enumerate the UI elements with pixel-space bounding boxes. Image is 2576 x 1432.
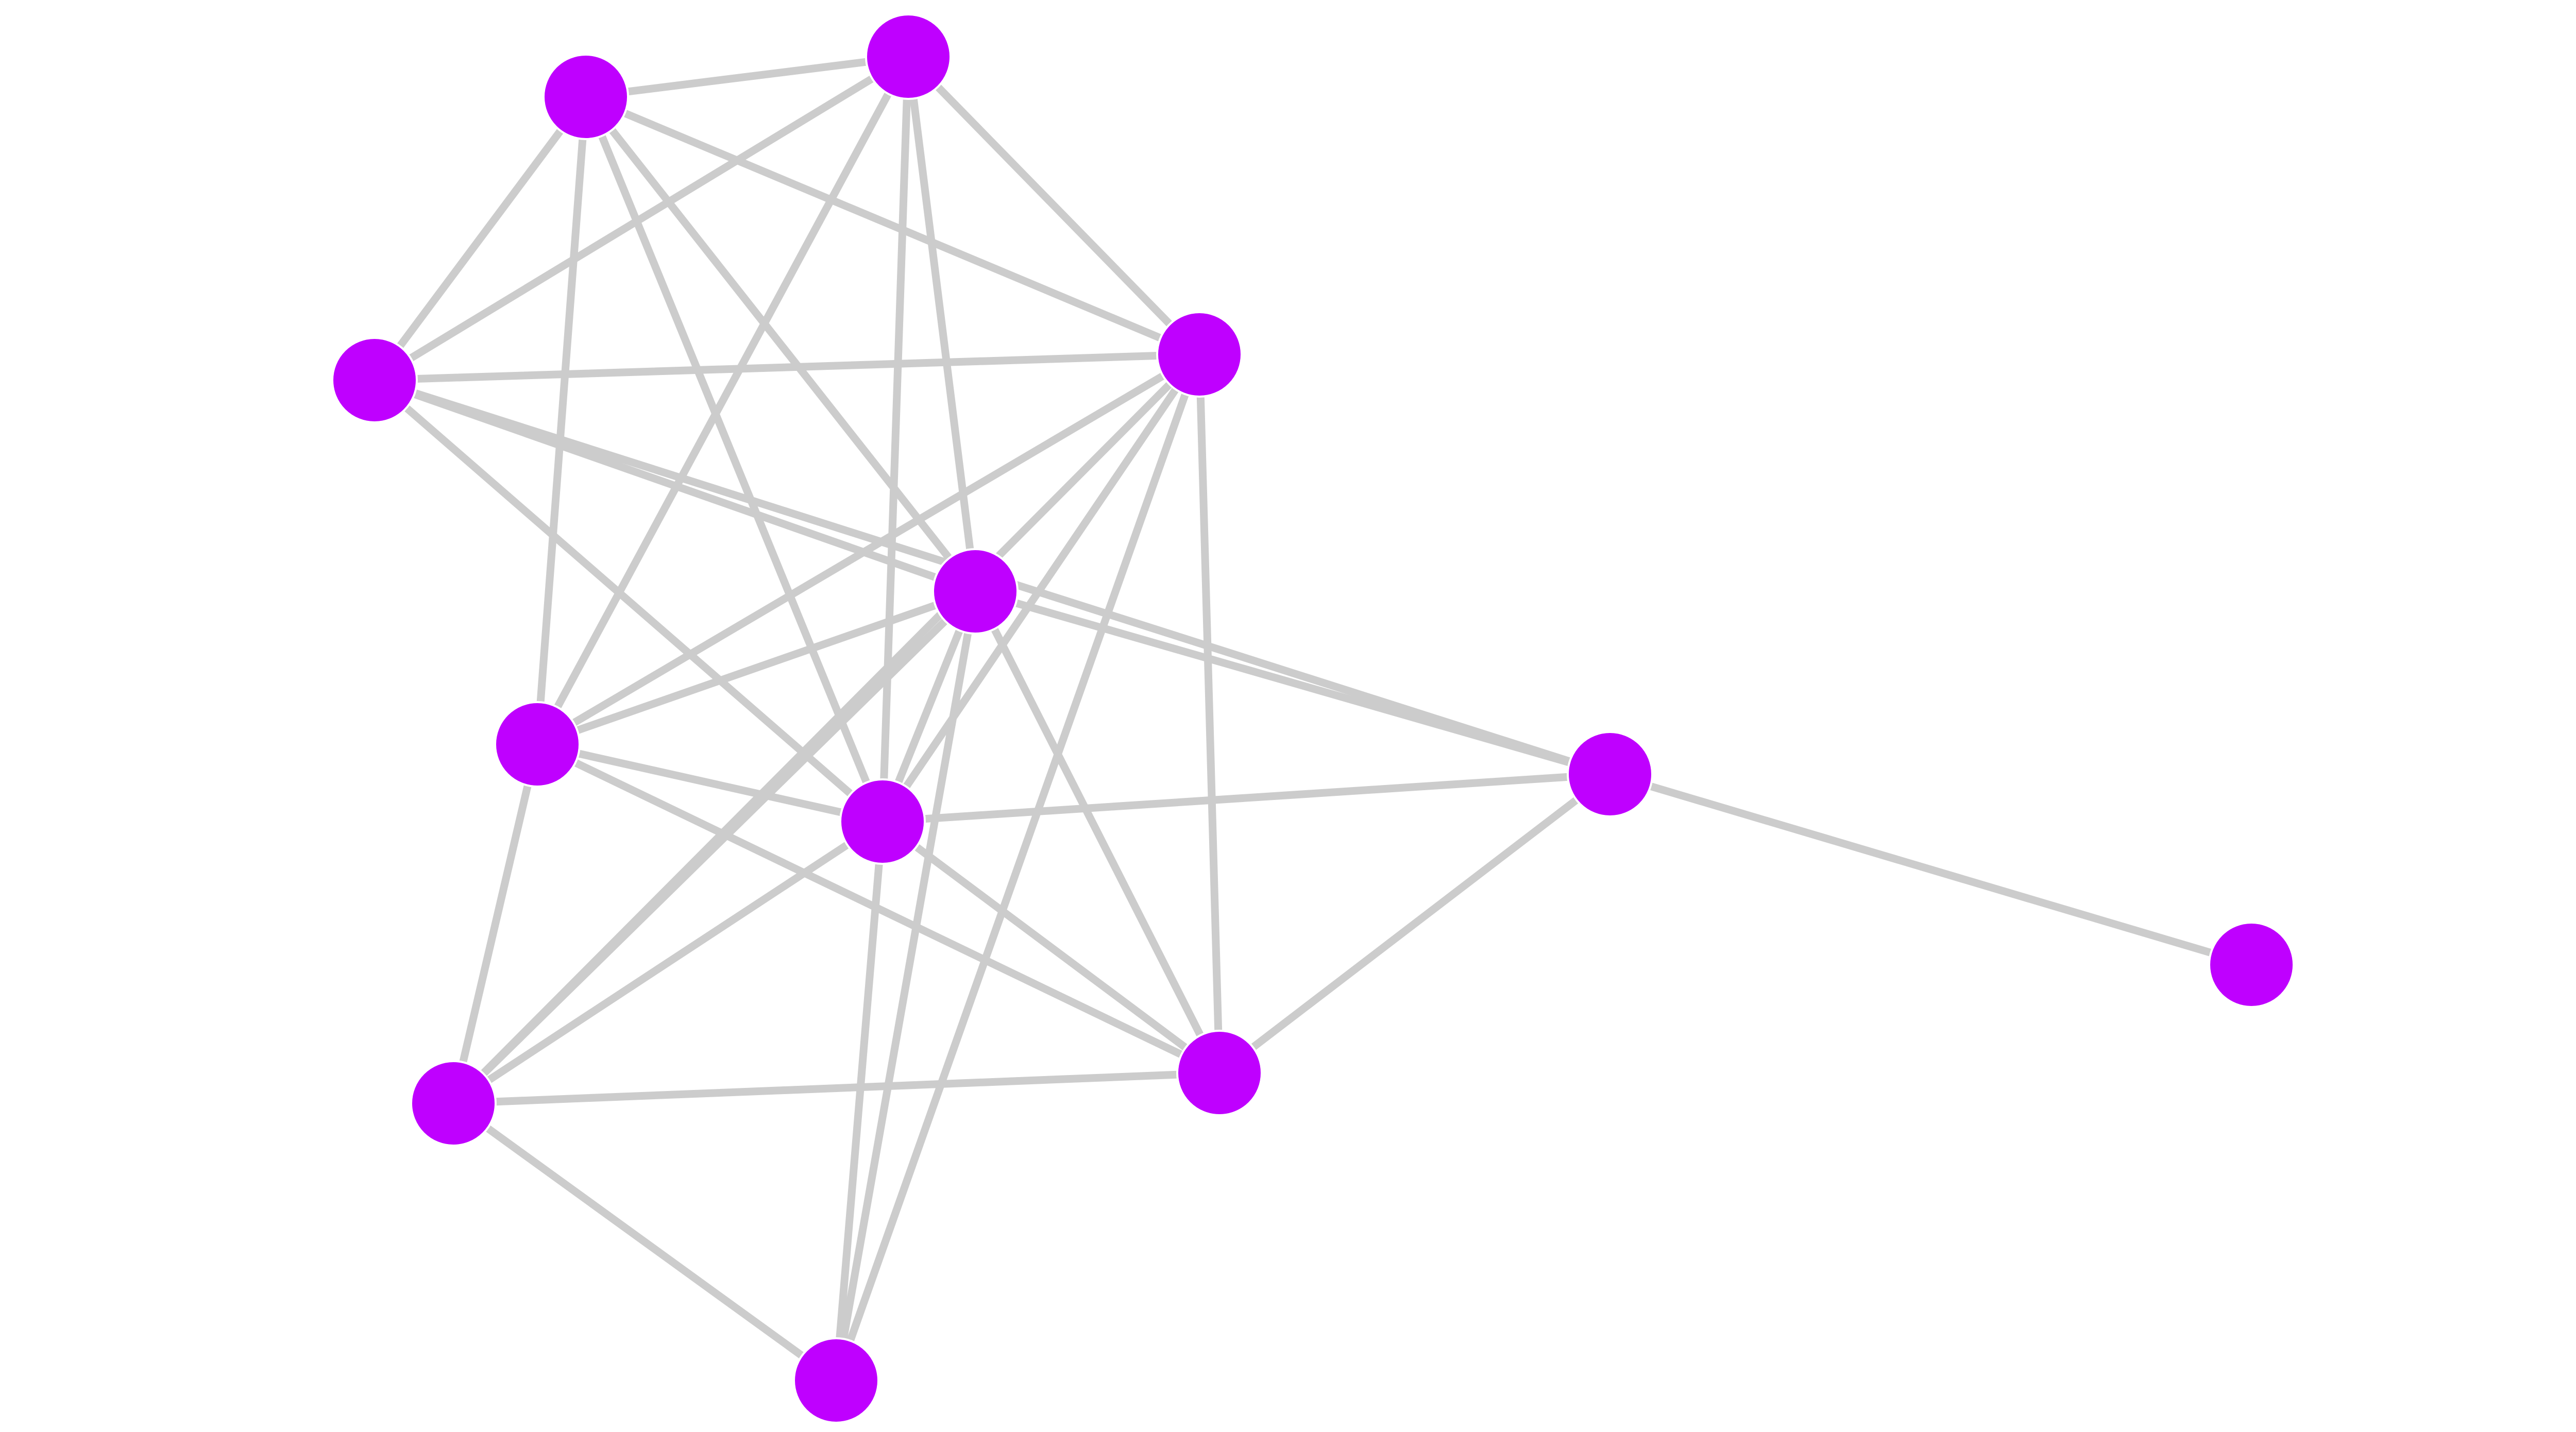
nodes-layer <box>331 13 2295 1424</box>
edge-n2-n6 <box>533 53 912 748</box>
edge-n8-n12 <box>1606 770 2256 969</box>
edge-n2-n5 <box>904 53 979 595</box>
node-n8 <box>1567 731 1653 817</box>
edge-n6-n9 <box>449 740 541 1107</box>
node-n12 <box>2208 922 2295 1008</box>
edge-n1-n6 <box>533 93 590 748</box>
edge-n7-n8 <box>878 770 1614 826</box>
edge-n8-n11 <box>1215 770 1614 1077</box>
node-n3 <box>331 337 418 423</box>
edge-n5-n9 <box>449 587 979 1107</box>
node-n10 <box>793 1337 879 1424</box>
edge-n9-n10 <box>449 1099 840 1385</box>
node-n4 <box>1156 311 1243 398</box>
edge-n5-n10 <box>832 587 979 1385</box>
node-n2 <box>865 13 952 100</box>
node-n1 <box>543 54 629 140</box>
edge-n4-n11 <box>1195 350 1224 1077</box>
edge-n9-n11 <box>449 1069 1224 1107</box>
edge-n1-n5 <box>582 93 979 595</box>
edge-n2-n7 <box>878 53 912 826</box>
edge-n7-n11 <box>878 817 1224 1077</box>
edge-n6-n7 <box>533 740 887 826</box>
node-n7 <box>839 778 926 865</box>
edge-n3-n4 <box>370 350 1204 384</box>
edge-n1-n3 <box>370 93 590 384</box>
edge-n1-n7 <box>582 93 887 826</box>
edge-n4-n7 <box>878 350 1204 826</box>
edge-n1-n4 <box>582 93 1204 359</box>
node-n5 <box>932 548 1019 635</box>
edge-n5-n6 <box>533 587 979 748</box>
edge-n2-n3 <box>370 53 912 384</box>
edge-n5-n11 <box>971 587 1224 1077</box>
edges-layer <box>370 53 2256 1385</box>
edge-n4-n10 <box>832 350 1204 1385</box>
node-n11 <box>1176 1030 1263 1116</box>
edge-n1-n2 <box>582 53 912 101</box>
edge-n2-n4 <box>904 53 1204 359</box>
edge-n5-n8 <box>971 587 1614 778</box>
node-n9 <box>410 1060 497 1147</box>
edge-n3-n7 <box>370 376 887 826</box>
node-n6 <box>494 701 581 788</box>
edge-n4-n6 <box>533 350 1204 748</box>
edge-n7-n10 <box>832 817 887 1385</box>
edge-n7-n9 <box>449 817 887 1107</box>
